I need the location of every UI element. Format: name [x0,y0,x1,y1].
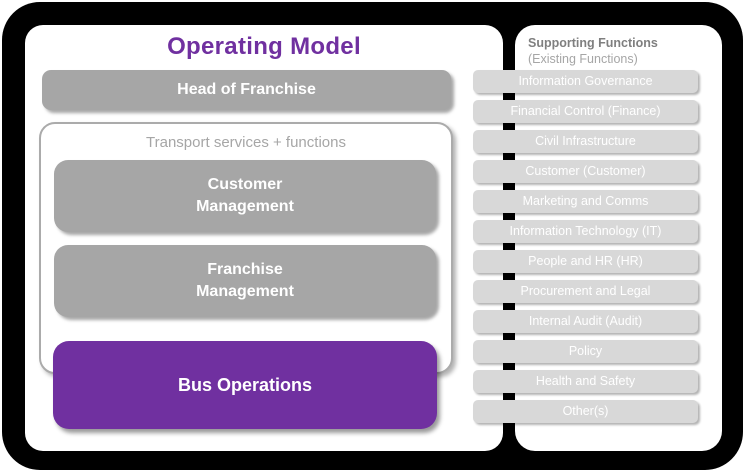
supporting-function-item: Civil Infrastructure [473,130,698,153]
head-of-franchise-box: Head of Franchise [42,70,451,110]
page-title: Operating Model [167,33,361,60]
franchise-management-label: Franchise Management [196,261,294,300]
supporting-function-item: Internal Audit (Audit) [473,310,698,333]
transport-services-label: Transport services + functions [146,134,346,151]
supporting-function-item: Information Technology (IT) [473,220,698,243]
bus-operations-box: Bus Operations [53,341,437,429]
supporting-functions-subtitle: (Existing Functions) [528,52,638,66]
supporting-function-item: Procurement and Legal [473,280,698,303]
supporting-function-item: Other(s) [473,400,698,423]
supporting-function-item: Financial Control (Finance) [473,100,698,123]
transport-services-container: Transport services + functions Customer … [39,122,453,374]
supporting-functions-title: Supporting Functions [528,36,658,50]
head-of-franchise-label: Head of Franchise [177,81,316,98]
supporting-functions-list: Information Governance Financial Control… [473,70,698,423]
supporting-function-item: Policy [473,340,698,363]
customer-management-box: Customer Management [54,160,436,232]
operating-model-panel: Operating Model Head of Franchise Transp… [25,25,503,451]
franchise-management-box: Franchise Management [54,245,436,317]
supporting-function-item: Information Governance [473,70,698,93]
customer-management-label: Customer Management [196,176,294,215]
bus-operations-label: Bus Operations [177,374,313,395]
supporting-function-item: Customer (Customer) [473,160,698,183]
supporting-function-item: Marketing and Comms [473,190,698,213]
supporting-function-item: Health and Safety [473,370,698,393]
supporting-function-item: People and HR (HR) [473,250,698,273]
